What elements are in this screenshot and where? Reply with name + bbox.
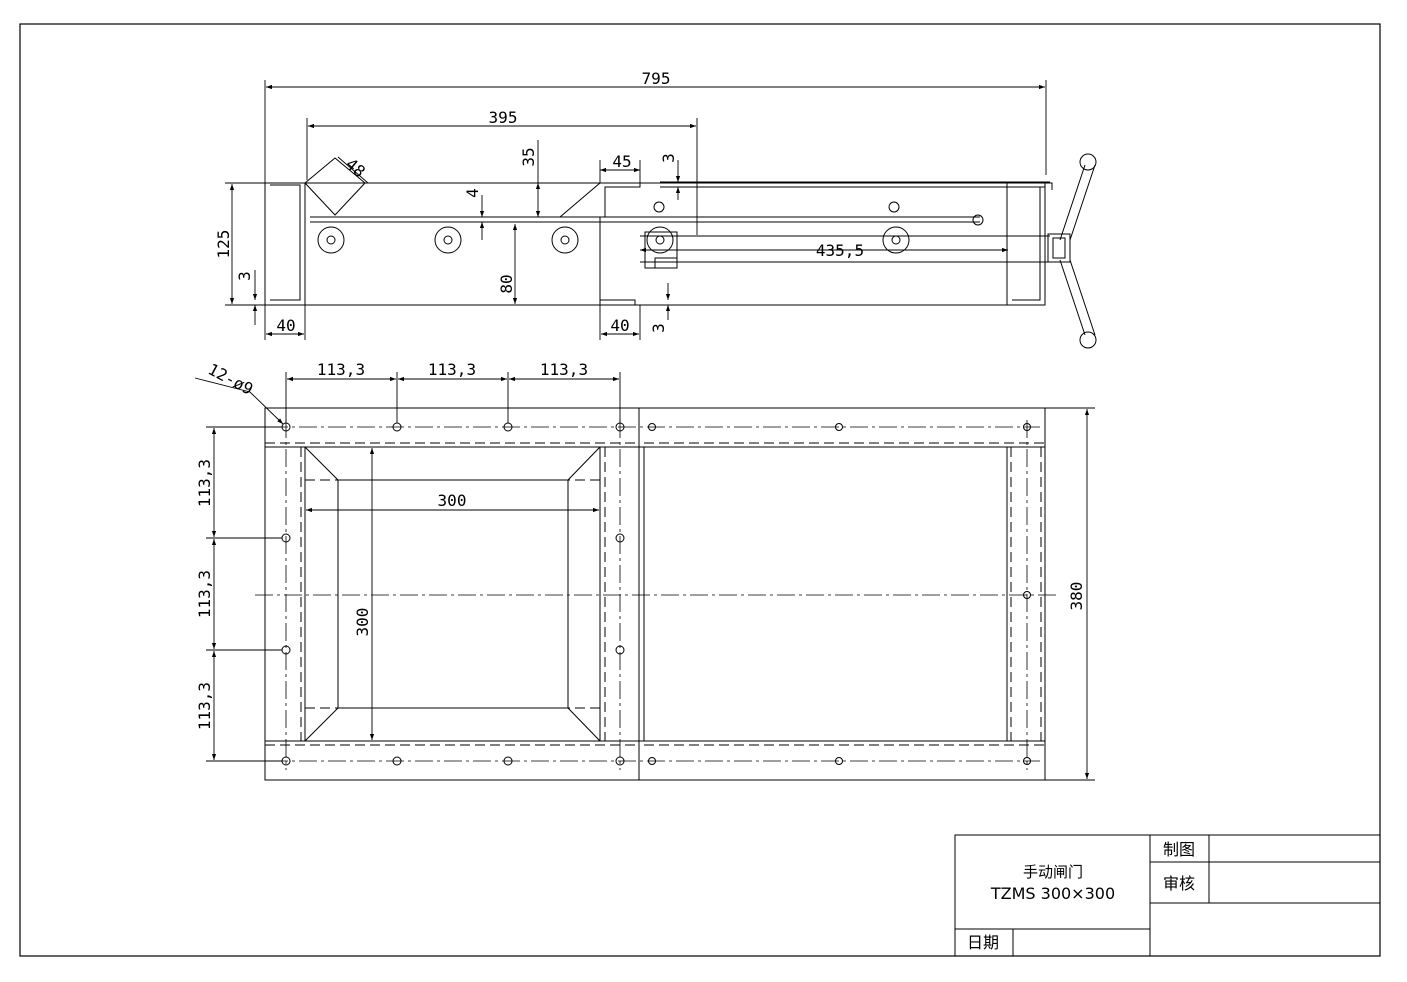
title-name: 手动闸门 — [1023, 863, 1083, 881]
wheel — [551, 226, 579, 254]
top-view — [264, 153, 1097, 349]
plan-view — [255, 407, 1058, 781]
dim-pitch-1: 113,3 — [317, 360, 365, 379]
dim-chute-depth: 35 — [519, 147, 538, 166]
dim-overall-length: 795 — [642, 69, 671, 88]
dim-pitch-3: 113,3 — [540, 360, 588, 379]
left-channel — [264, 182, 306, 306]
wheel — [434, 226, 462, 254]
dim-hole-note: 12-ø9 — [205, 359, 256, 398]
wheel — [646, 226, 674, 254]
title-model: TZMS 300×300 — [990, 884, 1115, 903]
dim-opening-width: 300 — [438, 491, 467, 510]
drawn-by-label: 制图 — [1163, 840, 1195, 859]
handwheel-icon — [1047, 153, 1097, 349]
dim-side-pitch-2: 113,3 — [195, 570, 214, 618]
opening-inner — [337, 479, 569, 709]
dim-chute-size: 48 — [342, 154, 369, 181]
right-channel — [1006, 182, 1046, 306]
dim-side-pitch-1: 113,3 — [195, 459, 214, 507]
dim-lip: 3 — [659, 153, 678, 163]
bolt-holes — [281, 422, 1031, 766]
sheet-border — [19, 23, 1381, 957]
dim-frame-length: 395 — [489, 108, 518, 127]
wheel — [317, 226, 345, 254]
date-label: 日期 — [967, 933, 999, 952]
dim-flange-width: 45 — [612, 152, 631, 171]
dim-pitch-2: 113,3 — [428, 360, 476, 379]
dim-rod-length: 435,5 — [816, 241, 864, 260]
dim-bottom-lip: 3 — [235, 271, 254, 281]
dim-right-lip: 3 — [649, 323, 668, 333]
dim-side-pitch-3: 113,3 — [195, 682, 214, 730]
dim-left-flange: 40 — [276, 316, 295, 335]
dim-opening-height: 300 — [353, 608, 372, 637]
plan-outline — [264, 407, 1046, 781]
title-block — [954, 834, 1381, 957]
dim-right-flange: 40 — [610, 316, 629, 335]
chute-shape — [304, 157, 366, 216]
dim-plate-gap: 4 — [463, 188, 482, 198]
dim-overall-width: 380 — [1067, 582, 1086, 611]
dim-gate-height: 80 — [497, 274, 516, 293]
wheel — [882, 226, 910, 254]
checked-by-label: 审核 — [1163, 874, 1195, 893]
dim-height: 125 — [214, 230, 233, 259]
